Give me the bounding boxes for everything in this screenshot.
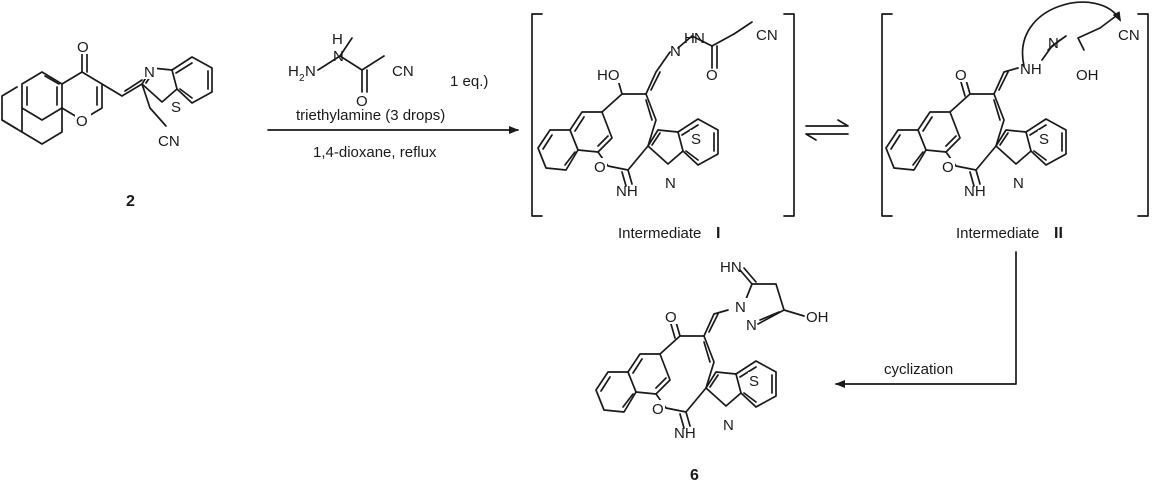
atom-CN: CN: [756, 27, 778, 44]
atom-N: N: [1048, 35, 1059, 52]
atom-S: S: [691, 131, 701, 148]
intermediate-I-label-text: Intermediate: [618, 225, 701, 242]
atom-N: N: [665, 175, 676, 192]
atom-O: O: [356, 93, 368, 110]
compound-2-label: 2: [126, 193, 135, 210]
atom-NH: H: [684, 30, 695, 47]
atom-HO: HO: [597, 67, 620, 84]
atom-S: S: [1039, 131, 1049, 148]
intermediate-II-structure: [885, 1, 1121, 187]
atom-O: O: [955, 67, 967, 84]
equilibrium-arrows: [805, 119, 849, 141]
atom-S: S: [171, 99, 181, 116]
intermediate-II-label-text: Intermediate: [956, 225, 1039, 242]
atom-CN: CN: [158, 133, 180, 150]
intermediate-I-label-number: I: [716, 225, 720, 242]
compound-2-structure: [1, 49, 213, 145]
atom-CN: CN: [392, 63, 414, 80]
reagent-structure: [317, 37, 385, 93]
atom-O: O: [77, 39, 89, 56]
atom-N: N: [735, 299, 746, 316]
intermediate-II-label-number: II: [1054, 225, 1063, 242]
atom-N: N: [1013, 175, 1024, 192]
atom-NH: NH: [674, 425, 696, 442]
atom-H: H: [332, 31, 343, 48]
atom-NH: NH: [616, 183, 638, 200]
atom-NH: NH: [964, 183, 986, 200]
atom-O: O: [76, 113, 88, 130]
intermediate-II-bracket-right: [1137, 13, 1149, 217]
intermediate-II-bracket-left: [881, 13, 893, 217]
atom-O: O: [594, 159, 606, 176]
atom-N: N: [144, 64, 155, 81]
atom-NH: NH: [1020, 61, 1042, 78]
atom-O: O: [652, 401, 664, 418]
atom-HN: HN: [720, 259, 742, 276]
atom-S: S: [749, 373, 759, 390]
intermediate-I-structure: [537, 21, 753, 187]
atom-N: N: [694, 30, 705, 47]
atom-N: N: [723, 417, 734, 434]
intermediate-I-bracket-right: [783, 13, 795, 217]
reagent-equivalents: 1 eq.): [450, 73, 488, 90]
atom-OH: OH: [1076, 67, 1099, 84]
reagent-h-sub: 2: [299, 73, 305, 84]
condition-base: triethylamine (3 drops): [296, 107, 445, 124]
atom-O: O: [706, 67, 718, 84]
compound-6-label: 6: [690, 467, 699, 484]
compound-6-structure: [595, 267, 805, 429]
condition-solvent: 1,4-dioxane, reflux: [313, 144, 437, 161]
reagent-n: N: [305, 63, 316, 80]
atom-O: O: [665, 309, 677, 326]
atom-O: O: [942, 159, 954, 176]
atom-N: N: [670, 43, 681, 60]
atom-CN: CN: [1118, 27, 1140, 44]
atom-N: N: [333, 48, 344, 65]
intermediate-I-bracket-left: [531, 13, 543, 217]
atom-N: N: [746, 317, 757, 334]
condition-cyclization: cyclization: [884, 361, 953, 378]
atom-OH: OH: [806, 309, 829, 326]
reagent-h: H: [288, 63, 299, 80]
cyclization-arrow: [835, 251, 1017, 388]
